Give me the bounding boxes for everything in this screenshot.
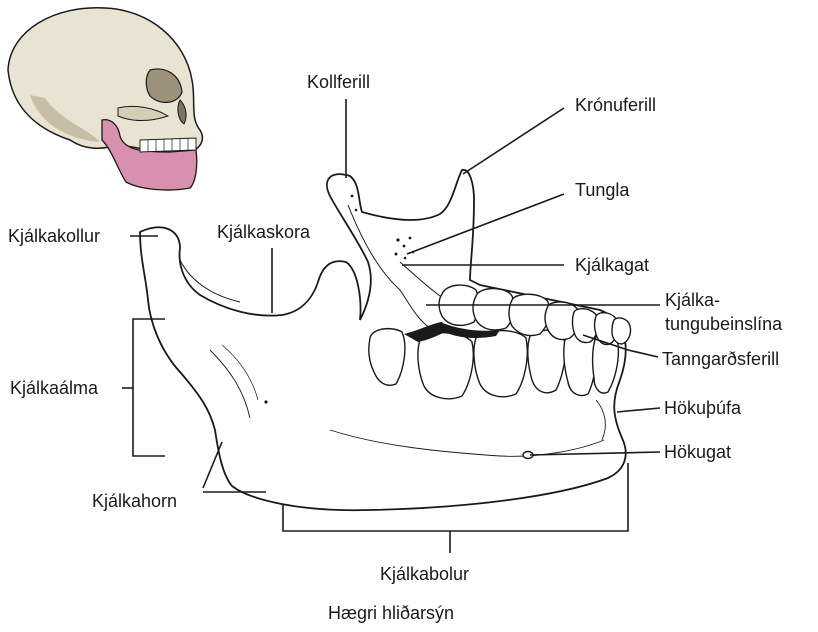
skull-thumbnail — [7, 7, 204, 191]
cranium-shadow — [30, 95, 100, 142]
teeth-lines — [147, 138, 189, 152]
label-kronuferill: Krónuferill — [575, 95, 657, 115]
coronoid-inner — [347, 204, 431, 329]
nasal-opening — [177, 99, 187, 125]
label-kjalkahorn: Kjálkahorn — [92, 491, 178, 511]
ramus-ridge — [179, 259, 241, 303]
base-contour — [329, 429, 605, 457]
mental-protuberance-contour — [595, 399, 606, 441]
angle-contour — [209, 349, 251, 419]
line-kronuferill — [462, 107, 565, 175]
label-tungla: Tungla — [575, 180, 630, 200]
line-hokugat — [529, 451, 661, 456]
label-hokugat: Hökugat — [664, 442, 732, 462]
gum-shadow-2 — [440, 322, 500, 338]
skull-mandible-highlight — [101, 118, 198, 191]
label-kjalkabolur: Kjálkabolur — [380, 564, 470, 584]
gum-shadow — [404, 322, 448, 342]
zygomatic — [117, 105, 170, 121]
bracket-kjalkabolur — [282, 463, 629, 532]
label-hokuthufa: Hökuþúfa — [664, 398, 742, 418]
line-tungla — [406, 193, 565, 255]
line-tanngardsferill — [582, 334, 659, 358]
label-kjalkaskora: Kjálkaskora — [217, 222, 311, 242]
label-kjalkaalma: Kjálkaálma — [10, 378, 99, 398]
label-kjalkatungubeinslina-line2: tungubeinslína — [665, 314, 783, 334]
leader-lines — [122, 99, 661, 553]
label-kollferill: Kollferill — [307, 72, 371, 92]
label-kjalkagat: Kjálkagat — [575, 255, 650, 275]
label-kjalkatungubeinslina-line1: Kjálka- — [665, 290, 721, 310]
orbit — [145, 68, 183, 103]
line-kjalkahorn — [202, 441, 223, 489]
line-hokuthufa — [616, 407, 661, 413]
caption-view: Hægri hliðarsýn — [328, 603, 455, 623]
label-tanngardsferill: Tanngarðsferill — [662, 349, 780, 369]
angle-contour-2 — [221, 344, 259, 401]
lower-teeth — [368, 327, 620, 400]
molar-crowns — [438, 284, 632, 346]
upper-teeth — [139, 137, 197, 153]
mandible — [139, 169, 632, 512]
lingula-dots — [264, 194, 424, 404]
label-kjalkakollur: Kjálkakollur — [8, 226, 101, 246]
